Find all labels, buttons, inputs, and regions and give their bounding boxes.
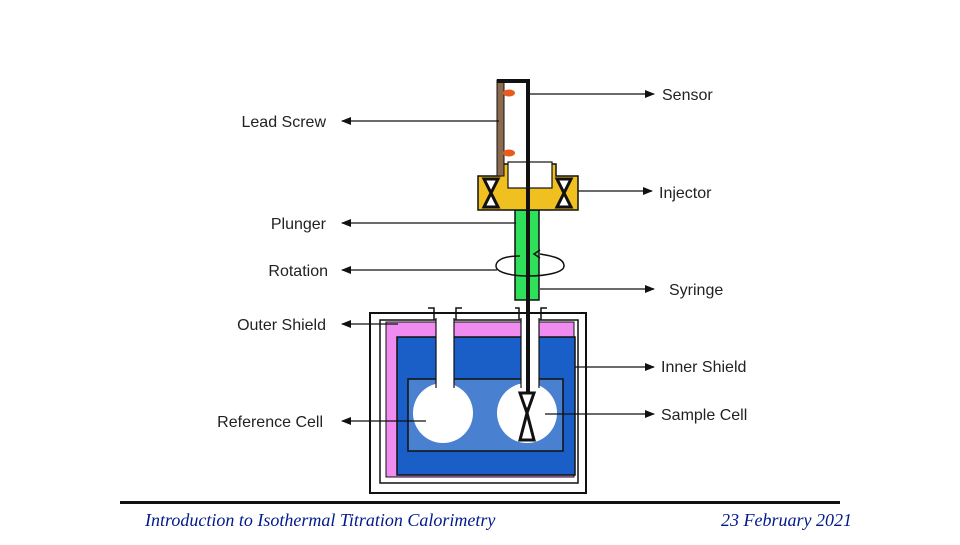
syringe-label: Syringe bbox=[669, 282, 723, 299]
injector-valve-right-icon bbox=[554, 177, 574, 209]
injector-valve-left-icon bbox=[481, 177, 501, 209]
footer-divider bbox=[120, 501, 840, 504]
plunger-label: Plunger bbox=[271, 216, 327, 233]
lead-screw-label: Lead Screw bbox=[242, 114, 327, 131]
reference-cell-stem bbox=[436, 318, 454, 396]
outer-shield-label: Outer Shield bbox=[237, 317, 326, 334]
stirrer-paddle-icon bbox=[517, 391, 537, 442]
sensor-label: Sensor bbox=[662, 87, 713, 104]
sensor-dot-upper bbox=[503, 89, 515, 97]
reference-cell bbox=[413, 383, 473, 443]
reference-cell-label: Reference Cell bbox=[217, 414, 323, 431]
inner-shield-label: Inner Shield bbox=[661, 359, 746, 376]
lead-screw bbox=[496, 79, 505, 177]
injector-label: Injector bbox=[659, 185, 712, 202]
sensor-dot-lower bbox=[503, 149, 515, 157]
rotation-arrow-icon bbox=[495, 253, 565, 277]
footer-title: Introduction to Isothermal Titration Cal… bbox=[145, 510, 496, 530]
rotation-label: Rotation bbox=[268, 263, 328, 280]
sample-cell-label: Sample Cell bbox=[661, 407, 747, 424]
footer-date: 23 February 2021 bbox=[721, 510, 852, 530]
